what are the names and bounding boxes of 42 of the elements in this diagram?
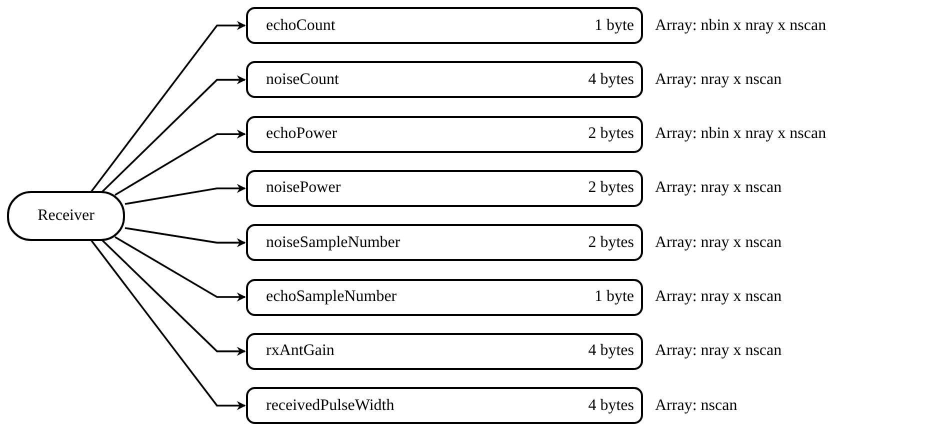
field-box xyxy=(246,332,643,370)
field-box xyxy=(246,116,643,153)
field-size: 4 bytes xyxy=(588,396,634,415)
arrow xyxy=(124,184,246,205)
arrow xyxy=(124,227,246,248)
field-size: 4 bytes xyxy=(588,342,634,360)
array-note: Array: nray x nscan xyxy=(655,342,782,360)
field-box xyxy=(246,61,643,98)
arrow xyxy=(101,239,246,356)
field-size: 1 byte xyxy=(594,288,634,306)
array-note: Array: nray x nscan xyxy=(655,70,782,89)
field-name: noisePower xyxy=(266,179,341,198)
array-note: Array: nbin x nray x nscan xyxy=(655,16,826,34)
field-size: 2 bytes xyxy=(588,125,634,144)
array-note: Array: nray x nscan xyxy=(655,234,782,252)
field-size: 2 bytes xyxy=(588,234,634,252)
field-size: 2 bytes xyxy=(588,179,634,198)
array-note: Array: nscan xyxy=(655,396,738,415)
arrow xyxy=(90,239,246,410)
arrow xyxy=(114,236,246,302)
array-note: Array: nbin x nray x nscan xyxy=(655,125,826,144)
arrow xyxy=(101,75,246,193)
array-note: Array: nray x nscan xyxy=(655,179,782,198)
field-box xyxy=(246,387,643,424)
field-name: echoCount xyxy=(266,16,336,34)
field-name: echoPower xyxy=(266,125,338,144)
field-size: 1 byte xyxy=(594,16,634,34)
field-box xyxy=(246,224,643,262)
source-box xyxy=(7,191,125,241)
field-box xyxy=(246,278,643,316)
field-name: rxAntGain xyxy=(266,342,334,360)
arrow xyxy=(114,130,246,196)
field-box xyxy=(246,7,643,44)
field-name: noiseSampleNumber xyxy=(266,234,400,252)
field-name: receivedPulseWidth xyxy=(266,396,394,415)
field-size: 4 bytes xyxy=(588,70,634,89)
field-name: echoSampleNumber xyxy=(266,288,397,306)
array-note: Array: nray x nscan xyxy=(655,288,782,306)
field-name: noiseCount xyxy=(266,70,339,89)
arrow xyxy=(90,21,246,193)
node-label: Receiver xyxy=(38,207,94,225)
field-box xyxy=(246,170,643,207)
